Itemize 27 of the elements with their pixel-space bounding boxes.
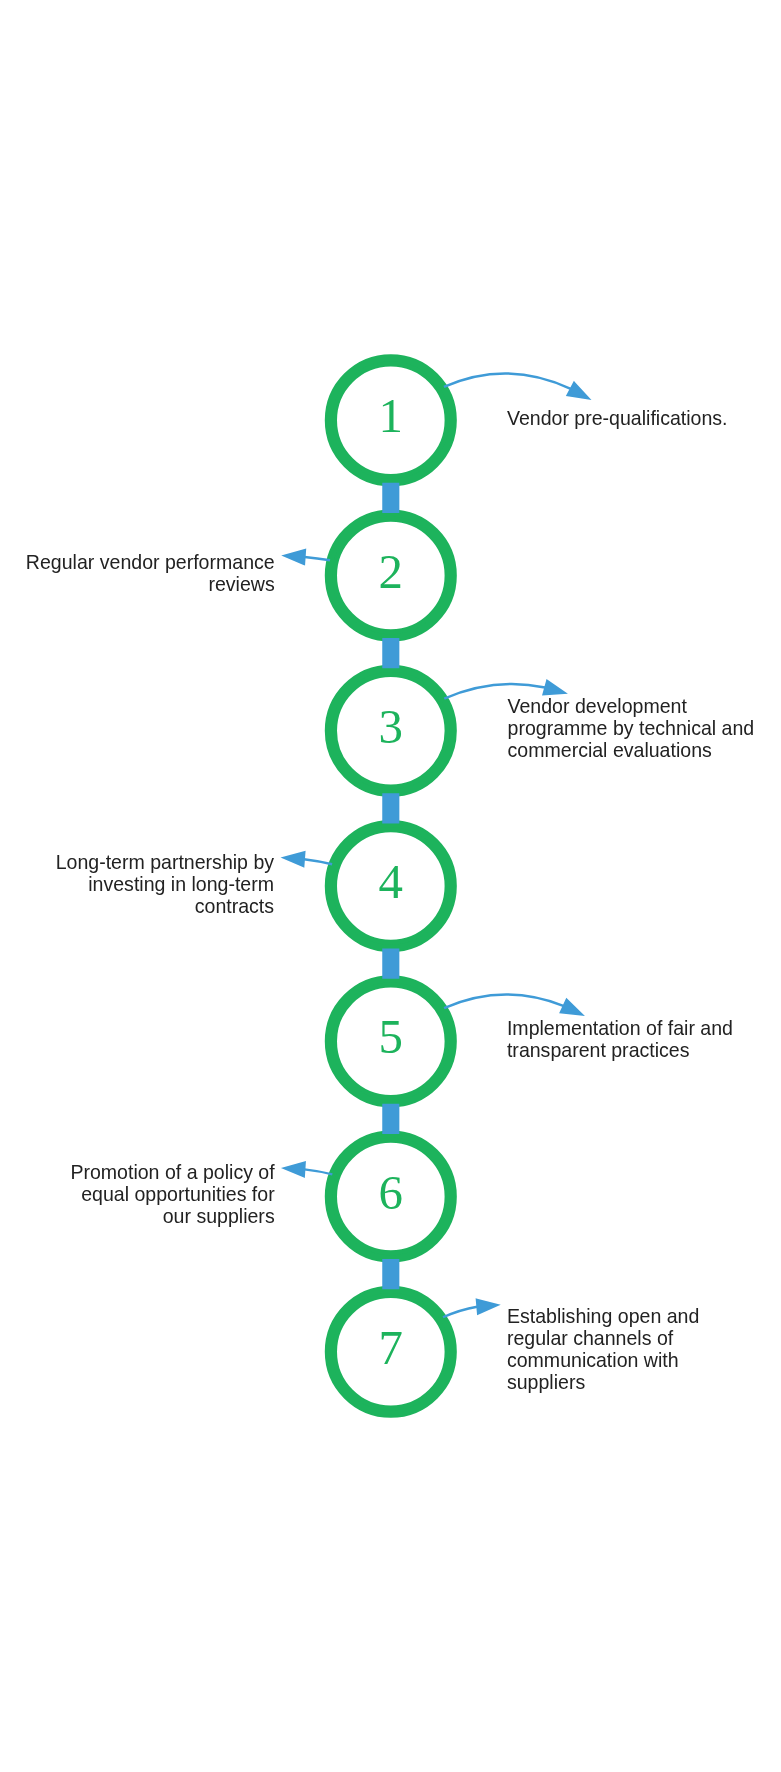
node-text: Regular vendor performance reviews bbox=[25, 551, 275, 596]
node-text: Promotion of a policy of equal opportunities for our suppliers bbox=[70, 1161, 275, 1228]
node-text: Long-term partnership by investing in long-term contracts bbox=[55, 850, 275, 917]
node-circle: 3 bbox=[324, 664, 457, 797]
arrow bbox=[443, 679, 568, 700]
arrow bbox=[280, 1160, 333, 1178]
node-circle: 2 bbox=[324, 509, 457, 642]
node-circle: 5 bbox=[324, 975, 457, 1108]
node-circle: 7 bbox=[324, 1285, 457, 1418]
arrow bbox=[280, 850, 333, 868]
node-text: Implementation of fair and transparent practices bbox=[506, 1016, 733, 1061]
connector bbox=[382, 638, 400, 669]
node-text: Establishing open and regular channels of communication with suppliers bbox=[506, 1305, 700, 1394]
arrow bbox=[442, 1298, 501, 1319]
node-text: Vendor pre-qualifications. bbox=[506, 406, 728, 429]
node-circle: 1 bbox=[324, 354, 457, 487]
connector bbox=[382, 1103, 400, 1134]
arrow bbox=[443, 372, 592, 400]
connector bbox=[382, 948, 400, 979]
connector bbox=[382, 482, 400, 513]
arrow bbox=[443, 993, 585, 1016]
connector bbox=[382, 1259, 400, 1290]
arrow bbox=[281, 548, 331, 566]
node-text: Vendor development programme by technical and commercial evaluations bbox=[507, 695, 755, 762]
node-circle: 6 bbox=[324, 1130, 457, 1263]
node-circle: 4 bbox=[324, 820, 457, 952]
connector bbox=[382, 793, 400, 824]
